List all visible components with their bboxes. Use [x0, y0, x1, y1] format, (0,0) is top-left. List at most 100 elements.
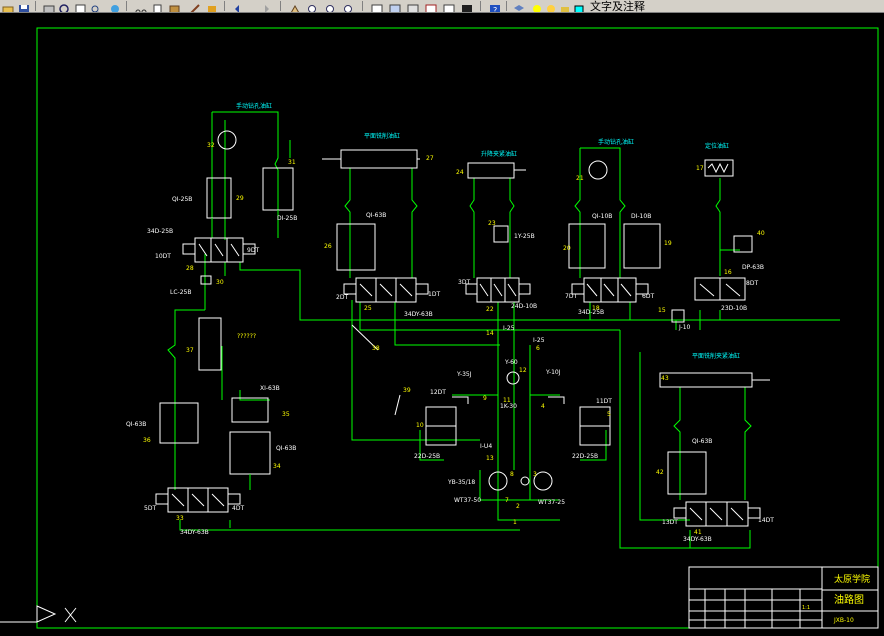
title-scale: 1:1: [802, 605, 810, 611]
label-32: 32: [207, 142, 215, 149]
label-1k30: 1K-30: [500, 403, 517, 410]
label-9dt: 9DT: [247, 247, 259, 254]
title-drawing-number: JXB-10: [833, 617, 854, 624]
label-22d25b: 22D-25B: [414, 453, 440, 460]
drawing-frame: [36, 27, 879, 629]
label-8dt: 8DT: [746, 280, 758, 287]
copy-icon[interactable]: [152, 0, 166, 12]
label-di25b: DI-25B: [277, 215, 297, 222]
label-11dt: 11DT: [596, 398, 612, 405]
label-6: 6: [536, 345, 540, 352]
label-26: 26: [324, 243, 332, 250]
label-1dt: 1DT: [428, 291, 440, 298]
gauge-12: [506, 371, 520, 385]
label-41: 41: [694, 529, 702, 536]
label-22: 22: [486, 306, 494, 313]
label-22d25b-b: 22D-25B: [572, 453, 598, 460]
label-qi10b: QI-10B: [592, 213, 612, 220]
publish-icon[interactable]: [74, 0, 88, 12]
layer-freeze-icon[interactable]: [544, 0, 558, 12]
pump-8: [488, 471, 508, 491]
markup-icon[interactable]: [442, 0, 456, 12]
valve-25: [343, 277, 429, 303]
branch-mid: [336, 168, 620, 346]
layer-name[interactable]: 文字及注释: [590, 0, 645, 13]
calculator-icon[interactable]: [460, 0, 474, 12]
preview-icon[interactable]: [58, 0, 72, 12]
zoom-realtime-icon[interactable]: [306, 0, 320, 12]
layer-color-icon[interactable]: [572, 0, 586, 12]
save-icon[interactable]: [18, 0, 32, 12]
label-25: 25: [364, 305, 372, 312]
drawing-canvas[interactable]: 手动钻孔油缸 平面铣削油缸 升降夹紧油缸 手动钻孔油缸 定位油缸 平面铣削夹紧油…: [0, 12, 884, 636]
label-31: 31: [288, 159, 296, 166]
help-icon[interactable]: ?: [488, 0, 502, 13]
label-3: 3: [533, 471, 537, 478]
label-8: 8: [510, 471, 514, 478]
match-properties-icon[interactable]: [188, 0, 202, 12]
label-42: 42: [656, 469, 664, 476]
label-29: 29: [236, 195, 244, 202]
label-34d25b-b: 34D-25B: [578, 309, 604, 316]
properties-icon[interactable]: [370, 0, 384, 12]
label-16: 16: [724, 269, 732, 276]
title-far-right: 定位油缸: [705, 142, 729, 150]
label-9: 9: [483, 395, 487, 402]
label-5: 5: [607, 411, 611, 418]
label-13dt: 13DT: [662, 519, 678, 526]
label-19: 19: [664, 240, 672, 247]
title-block: [688, 566, 879, 629]
find-icon[interactable]: [90, 0, 104, 12]
title-drawing-name: 油路图: [834, 593, 864, 606]
label-15: 15: [658, 307, 666, 314]
title-small: 升降夹紧油缸: [481, 150, 517, 158]
plot-icon[interactable]: [42, 0, 56, 12]
label-y35j: Y-35J: [456, 371, 472, 378]
svg-text:?: ?: [493, 6, 497, 13]
zoom-window-icon[interactable]: [324, 0, 338, 12]
label-lc25b: LC-25B: [170, 289, 191, 296]
layer-on-icon[interactable]: [530, 0, 544, 12]
valve-10: [425, 406, 457, 446]
label-6dt: 6DT: [642, 293, 654, 300]
label-2dt: 2DT: [336, 294, 348, 301]
layers-icon[interactable]: [512, 0, 526, 11]
label-40: 40: [757, 230, 765, 237]
globe-icon[interactable]: [108, 0, 122, 12]
motor-3: [533, 471, 553, 491]
valve-16: [694, 277, 746, 301]
title-upper-left: 手动钻孔油缸: [236, 102, 272, 110]
design-center-icon[interactable]: [388, 0, 402, 12]
label-3dt: 3DT: [458, 279, 470, 286]
label-37: 37: [186, 347, 194, 354]
tool-palettes-icon[interactable]: [406, 0, 420, 12]
cut-icon[interactable]: [134, 0, 148, 12]
label-7dt: 7DT: [565, 293, 577, 300]
sheet-set-icon[interactable]: [424, 0, 438, 12]
label-di10b: DI-10B: [631, 213, 651, 220]
label-38: 38: [372, 345, 380, 352]
label-23: 23: [488, 220, 496, 227]
label-10dt: 10DT: [155, 253, 171, 260]
valve-5: [579, 406, 611, 446]
undo-icon[interactable]: [232, 0, 246, 12]
paste-icon[interactable]: [168, 0, 182, 12]
pump-32: [217, 130, 237, 150]
block-editor-icon[interactable]: [206, 0, 220, 12]
open-icon[interactable]: [2, 0, 16, 12]
redo-icon[interactable]: [258, 0, 272, 12]
label-y60: Y-60: [504, 359, 518, 366]
label-14dt: 14DT: [758, 517, 774, 524]
pan-icon[interactable]: [288, 0, 302, 12]
label-12: 12: [519, 367, 527, 374]
valve-28: [182, 237, 256, 263]
valve-18: [571, 277, 649, 303]
zoom-previous-icon[interactable]: [342, 0, 356, 12]
layer-lock-icon[interactable]: [558, 0, 572, 12]
label-dp63b: DP-63B: [742, 264, 764, 271]
label-34d25b: 34D-25B: [147, 228, 173, 235]
cylinder-43: [659, 372, 770, 388]
branch-left: [159, 320, 520, 531]
switch-40: [733, 235, 753, 253]
pump-21: [588, 160, 608, 180]
